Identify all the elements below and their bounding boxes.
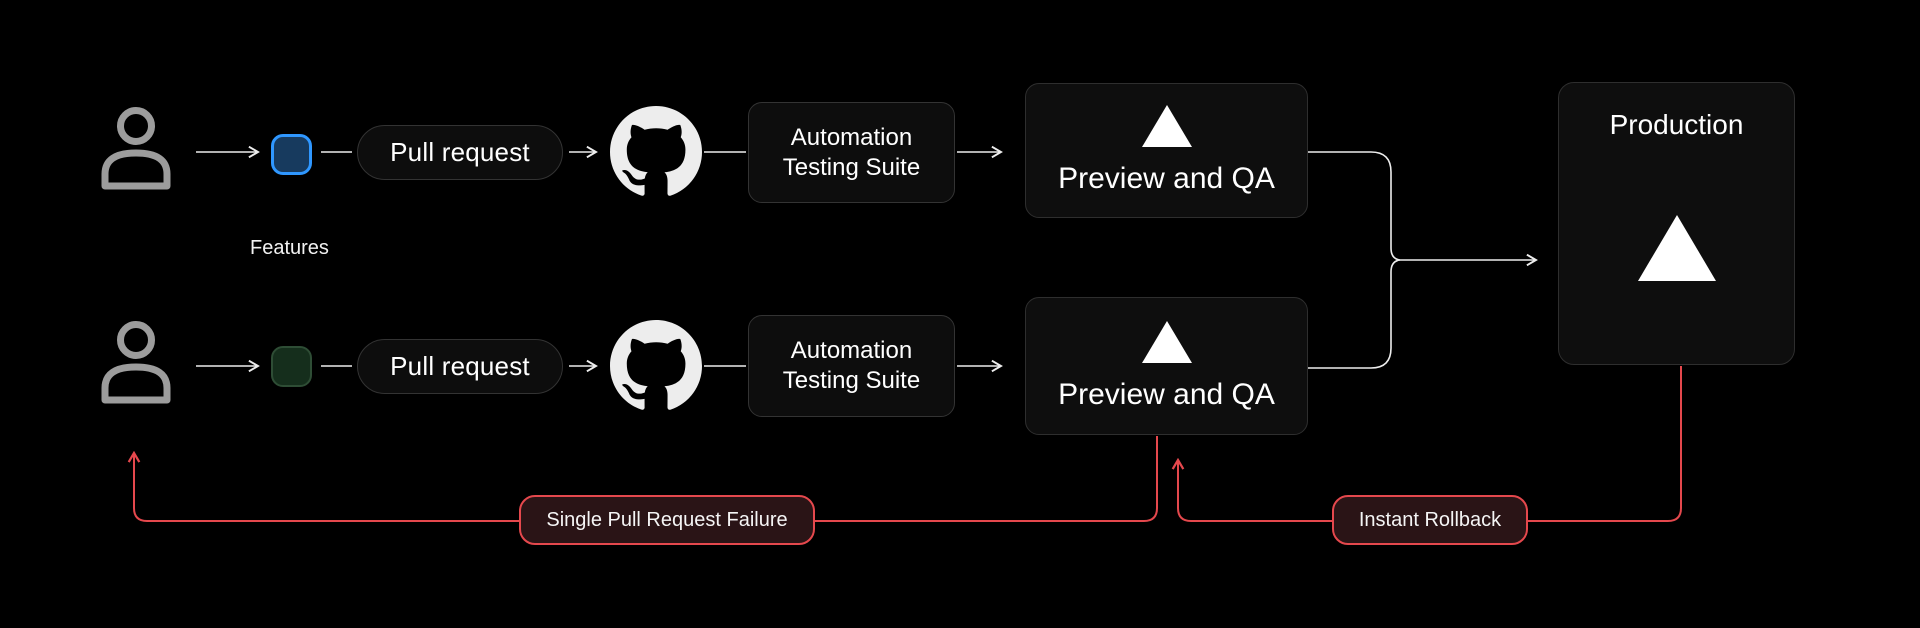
pull-request-label: Pull request — [390, 351, 530, 381]
pull-request-label: Pull request — [390, 137, 530, 167]
production-label: Production — [1609, 109, 1744, 140]
person-icon — [101, 107, 171, 190]
merge-line-bottom — [1308, 259, 1401, 369]
person-icon — [101, 321, 171, 404]
single-pull-request-failure-badge: Single Pull Request Failure — [519, 495, 815, 545]
failure-badge-label: Single Pull Request Failure — [546, 508, 788, 531]
vercel-triangle-icon — [1637, 214, 1716, 281]
preview-qa-label: Preview and QA — [1058, 377, 1275, 411]
pull-request-node-1: Pull request — [357, 125, 563, 180]
production-node: Production — [1558, 82, 1795, 365]
github-icon — [610, 320, 702, 410]
automation-testing-node-1: Automation Testing Suite — [748, 102, 955, 203]
preview-qa-label: Preview and QA — [1058, 162, 1275, 195]
preview-qa-node-1: Preview and QA — [1025, 83, 1308, 218]
instant-rollback-badge: Instant Rollback — [1332, 495, 1528, 545]
automation-testing-node-2: Automation Testing Suite — [748, 315, 955, 417]
automation-testing-label: Automation Testing Suite — [782, 123, 921, 181]
vercel-triangle-icon — [1141, 105, 1192, 147]
automation-testing-label: Automation Testing Suite — [782, 337, 921, 394]
features-branch-label: Features — [250, 237, 329, 259]
commit-square-green — [271, 346, 312, 387]
merge-line-top — [1308, 151, 1401, 261]
github-icon — [610, 106, 702, 196]
vercel-triangle-icon — [1141, 320, 1192, 363]
commit-square-blue — [271, 134, 312, 175]
rollback-badge-label: Instant Rollback — [1358, 508, 1502, 531]
pull-request-node-2: Pull request — [357, 339, 563, 394]
preview-qa-node-2: Preview and QA — [1025, 297, 1308, 435]
